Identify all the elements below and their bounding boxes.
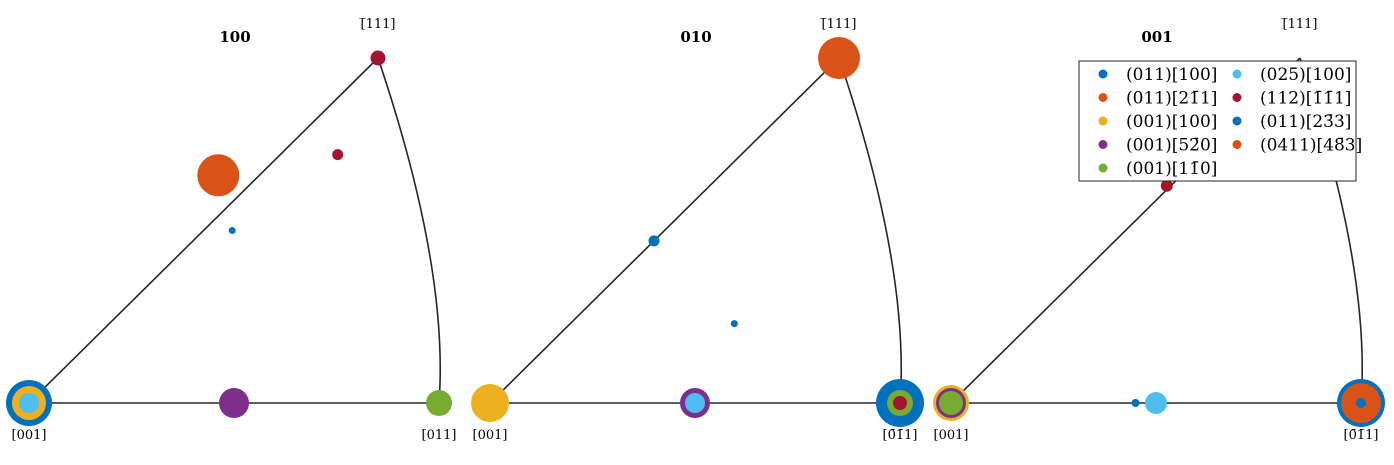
edge-011-111: [838, 57, 903, 404]
data-point-010-8: [818, 37, 860, 79]
data-point-001-3: [1131, 399, 1140, 407]
legend-label-3: (001)[52̄0]: [1126, 136, 1217, 156]
legend-marker-8: [1232, 140, 1242, 149]
data-point-100-5: [197, 154, 240, 197]
data-point-001-4: [1145, 392, 1167, 414]
legend-marker-7: [1232, 116, 1242, 126]
legend: (011)[100] (011)[21̄1] (001)[100] (001)[52̄…: [1078, 60, 1362, 182]
edge-001-111: [28, 57, 379, 404]
corner-label-011: [0̄1̄1]: [1344, 428, 1379, 443]
legend-label-5: (025)[100]: [1260, 65, 1351, 85]
corner-label-001: [001]: [12, 428, 47, 443]
data-point-100-7: [332, 149, 344, 161]
legend-marker-5: [1232, 69, 1242, 79]
ipf-panel-100: 100 [001] [011] [̅111]: [6, 17, 456, 443]
legend-label-8: (0411)[48̄3]: [1260, 136, 1362, 156]
corner-label-111: [̅111]: [820, 17, 857, 32]
corner-label-111: [̅111]: [1281, 17, 1318, 32]
legend-box: [1078, 60, 1357, 182]
corner-label-001: [001]: [473, 428, 508, 443]
edge-001-111: [489, 57, 840, 404]
ipf-panel-010: 010 [001] [0̄1̄1] [̅111]: [471, 17, 924, 443]
legend-label-4: (001)[11̄0]: [1126, 159, 1217, 179]
panel-title-100: 100: [219, 28, 250, 46]
data-point-010-5: [893, 396, 907, 410]
corner-label-011: [011]: [422, 428, 457, 443]
legend-label-2: (001)[100]: [1126, 112, 1217, 132]
panel-title-010: 010: [680, 28, 711, 46]
corner-label-001: [001]: [934, 428, 969, 443]
legend-label-7: (011)[23̄3]: [1260, 112, 1351, 132]
data-point-010-0: [471, 384, 509, 422]
legend-label-6: (112)[1̄1̄1]: [1260, 89, 1351, 109]
legend-marker-3: [1098, 140, 1108, 149]
legend-marker-2: [1098, 116, 1108, 126]
legend-marker-6: [1232, 93, 1242, 102]
data-point-100-2: [19, 393, 39, 413]
data-point-010-2: [685, 393, 705, 413]
legend-marker-1: [1098, 93, 1108, 102]
corner-label-011: [0̄1̄1]: [883, 428, 918, 443]
panel-title-001: 001: [1141, 28, 1172, 46]
data-point-001-8: [1160, 179, 1173, 192]
legend-label-0: (011)[100]: [1126, 65, 1217, 85]
data-point-001-2: [939, 391, 963, 415]
legend-marker-4: [1098, 163, 1108, 173]
corner-label-111: [̅111]: [359, 17, 396, 32]
edge-011-111: [377, 57, 442, 404]
data-point-100-8: [370, 50, 386, 66]
data-point-001-7: [1356, 398, 1366, 408]
data-point-100-4: [426, 390, 452, 416]
legend-label-1: (011)[21̄1]: [1126, 89, 1217, 109]
data-point-100-6: [228, 227, 236, 234]
legend-marker-0: [1098, 69, 1108, 79]
data-point-100-3: [219, 388, 249, 418]
data-point-010-6: [648, 235, 660, 247]
data-point-010-7: [730, 320, 738, 328]
